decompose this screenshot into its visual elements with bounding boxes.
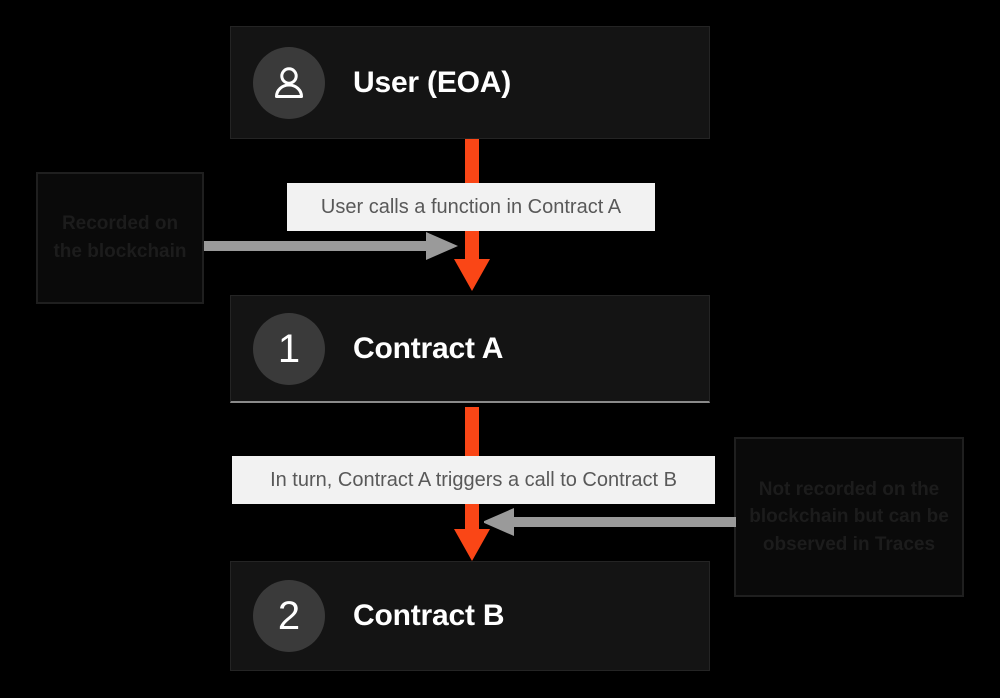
note-not-recorded-traces-text: Not recorded on the blockchain but can b… bbox=[749, 478, 949, 555]
node-user-eoa[interactable]: User (EOA) bbox=[230, 26, 710, 139]
node-contract-a[interactable]: 1 Contract A bbox=[230, 295, 710, 403]
node-contract-b[interactable]: 2 Contract B bbox=[230, 561, 710, 671]
caption-contract-a-triggers-b: In turn, Contract A triggers a call to C… bbox=[232, 456, 715, 504]
step-number-2: 2 bbox=[277, 594, 301, 638]
note-recorded-on-blockchain-text: Recorded on the blockchain bbox=[53, 213, 187, 262]
person-icon bbox=[253, 46, 325, 119]
step-number-badge-1: 1 bbox=[253, 312, 325, 385]
caption-user-calls-function: User calls a function in Contract A bbox=[287, 183, 655, 231]
annotation-arrow-left bbox=[484, 508, 736, 536]
step-number-badge-2: 2 bbox=[253, 580, 325, 652]
caption-contract-a-triggers-b-text: In turn, Contract A triggers a call to C… bbox=[270, 468, 677, 491]
annotation-arrow-right bbox=[204, 232, 458, 260]
note-recorded-on-blockchain: Recorded on the blockchain bbox=[36, 172, 204, 304]
node-contract-b-title: Contract B bbox=[353, 599, 505, 632]
note-not-recorded-traces: Not recorded on the blockchain but can b… bbox=[734, 437, 964, 597]
step-number-1: 1 bbox=[277, 326, 301, 371]
node-contract-a-title: Contract A bbox=[353, 331, 504, 365]
caption-user-calls-function-text: User calls a function in Contract A bbox=[320, 195, 622, 218]
node-user-eoa-title: User (EOA) bbox=[353, 65, 512, 99]
